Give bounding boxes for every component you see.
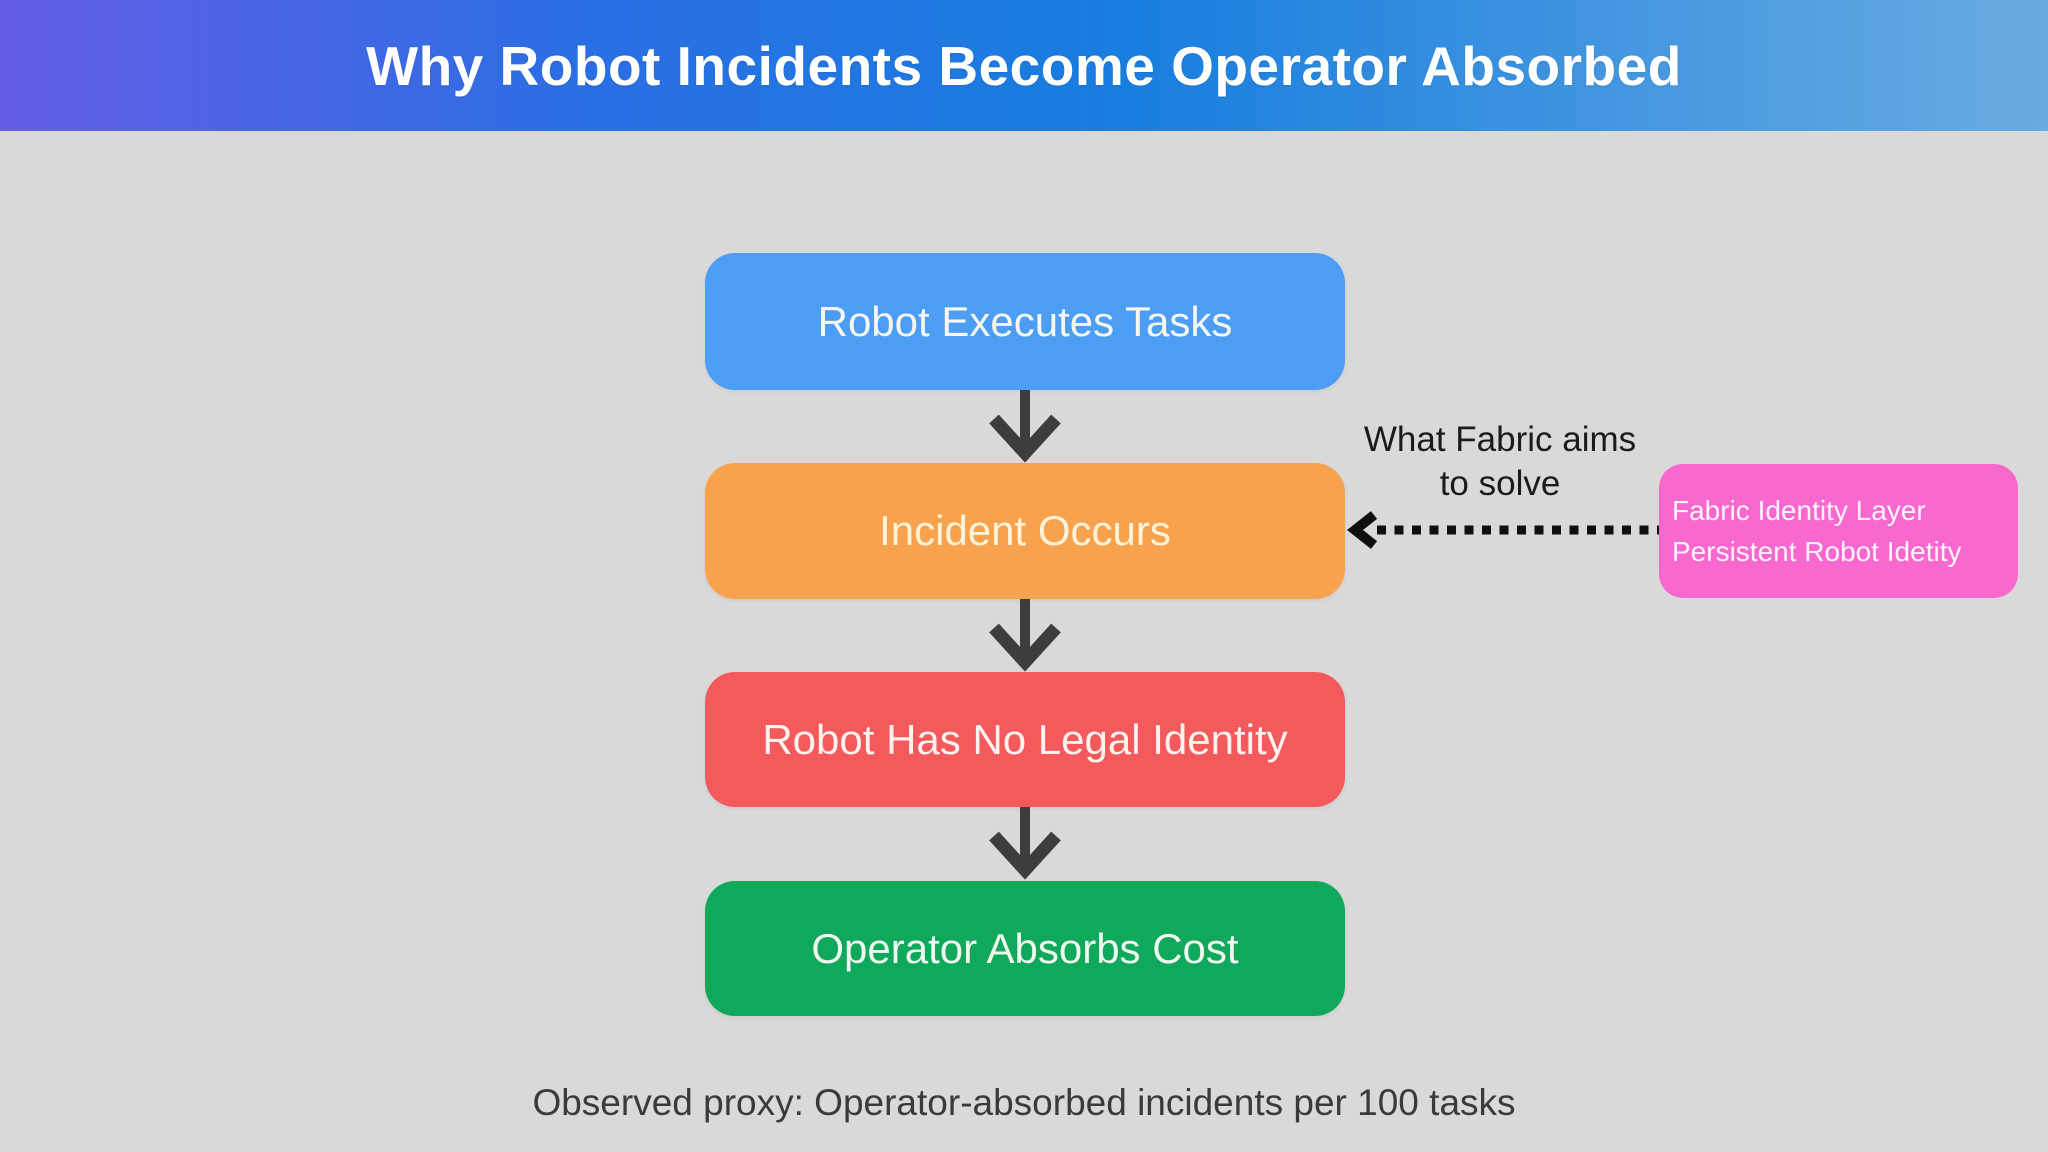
side-note-fabric-identity: Fabric Identity Layer Persistent Robot I… <box>1659 464 2018 598</box>
flow-node-label: Incident Occurs <box>879 507 1171 554</box>
down-arrow-icon <box>989 807 1061 880</box>
side-note-line2: Persistent Robot Idetity <box>1672 536 1962 567</box>
title-banner: Why Robot Incidents Become Operator Abso… <box>0 0 2048 131</box>
annotation-label: What Fabric aims to solve <box>1348 418 1652 506</box>
dotted-left-arrow-icon <box>1347 511 1659 549</box>
caption-text: Observed proxy: Operator-absorbed incide… <box>532 1082 1516 1123</box>
down-arrow-icon <box>989 599 1061 672</box>
down-arrow-icon <box>989 390 1061 463</box>
flow-node-operator-absorbs-cost: Operator Absorbs Cost <box>705 881 1345 1016</box>
flow-node-label: Robot Has No Legal Identity <box>762 715 1288 763</box>
flow-node-incident-occurs: Incident Occurs <box>705 463 1345 599</box>
annotation-line2: to solve <box>1439 464 1561 503</box>
annotation-line1: What Fabric aims <box>1363 420 1637 459</box>
flow-node-label: Operator Absorbs Cost <box>811 924 1239 972</box>
flow-node-label: Robot Executes Tasks <box>817 297 1233 345</box>
flow-node-robot-executes-tasks: Robot Executes Tasks <box>705 253 1345 390</box>
page-title: Why Robot Incidents Become Operator Abso… <box>366 34 1682 97</box>
side-note-line1: Fabric Identity Layer <box>1672 495 1926 526</box>
flow-node-robot-has-no-legal-identity: Robot Has No Legal Identity <box>705 672 1345 807</box>
